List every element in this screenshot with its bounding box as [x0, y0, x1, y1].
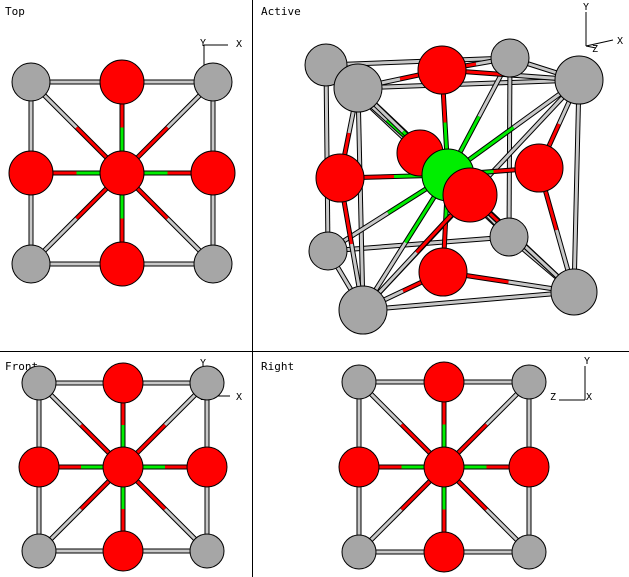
bond: [507, 57, 512, 238]
atom-face: [18, 446, 60, 488]
divider-vertical: [252, 0, 253, 577]
axis-triad-icon: Y Z X: [550, 356, 592, 403]
atom-corner: [333, 63, 383, 113]
atom-corner: [308, 231, 348, 271]
atoms-layer: [338, 361, 550, 573]
viewport-top[interactable]: Top Y X Z: [0, 0, 252, 351]
atom-corner: [511, 364, 547, 400]
atom-corner: [341, 364, 377, 400]
viewport-title: Right: [261, 360, 295, 373]
atom-corner: [304, 43, 348, 87]
atom-face: [418, 247, 468, 297]
divider-horizontal: [0, 351, 629, 352]
atom-face: [338, 446, 380, 488]
bond: [327, 235, 510, 253]
axis-label-x: X: [236, 392, 242, 403]
atom-face: [508, 446, 550, 488]
axis-label-y: Y: [200, 358, 206, 369]
atom-face: [99, 241, 145, 287]
atom-face: [514, 143, 564, 193]
axis-label-x: X: [586, 392, 592, 403]
atom-corner: [193, 244, 233, 284]
axis-label-y: Y: [200, 38, 206, 49]
atom-face: [417, 45, 467, 95]
atom-corner: [550, 268, 598, 316]
atom-corner: [21, 365, 57, 401]
atom-corner: [338, 285, 388, 335]
atom-face: [190, 150, 236, 196]
bond: [572, 79, 581, 293]
atom-corner: [193, 62, 233, 102]
axis-label-y: Y: [583, 2, 589, 13]
atom-face: [8, 150, 54, 196]
atom-face: [423, 361, 465, 403]
atoms-layer: [8, 59, 236, 287]
axis-label-y: Y: [584, 356, 590, 367]
atom-face: [186, 446, 228, 488]
viewport-right[interactable]: Right Y Z X: [253, 352, 629, 577]
front-view-canvas[interactable]: Y X Z: [0, 352, 252, 577]
atom-face: [442, 167, 498, 223]
atom-face: [423, 531, 465, 573]
right-view-canvas[interactable]: Y Z X: [253, 352, 629, 577]
atom-corner: [11, 244, 51, 284]
axis-label-z: Z: [550, 392, 556, 403]
atoms-layer: [304, 38, 604, 335]
viewport-title: Active: [261, 5, 301, 18]
atom-face: [102, 362, 144, 404]
atom-corner: [554, 55, 604, 105]
atom-corner: [489, 217, 529, 257]
atom-corner: [189, 365, 225, 401]
axis-label-x: X: [236, 39, 242, 50]
bond: [362, 290, 575, 312]
viewport-front[interactable]: Front Y X Z: [0, 352, 252, 577]
atom-face: [102, 530, 144, 572]
bond: [356, 87, 365, 311]
active-view-canvas[interactable]: Y X Z: [253, 0, 629, 351]
atom-corner: [490, 38, 530, 78]
atom-face: [315, 153, 365, 203]
atom-center: [423, 446, 465, 488]
atoms-layer: [18, 362, 228, 572]
atom-center: [102, 446, 144, 488]
axis-label-x: X: [617, 36, 623, 47]
atom-face: [99, 59, 145, 105]
atom-corner: [511, 534, 547, 570]
atom-corner: [341, 534, 377, 570]
axis-label-z: Z: [592, 44, 598, 55]
axis-triad-icon: Y X Z: [583, 2, 623, 55]
top-view-canvas[interactable]: Y X Z: [0, 0, 252, 351]
viewport-title: Top: [5, 5, 25, 18]
bond: [357, 78, 580, 90]
atom-corner: [21, 533, 57, 569]
viewport-active[interactable]: Active Y X Z: [253, 0, 629, 351]
atom-center: [99, 150, 145, 196]
atom-corner: [189, 533, 225, 569]
atom-corner: [11, 62, 51, 102]
